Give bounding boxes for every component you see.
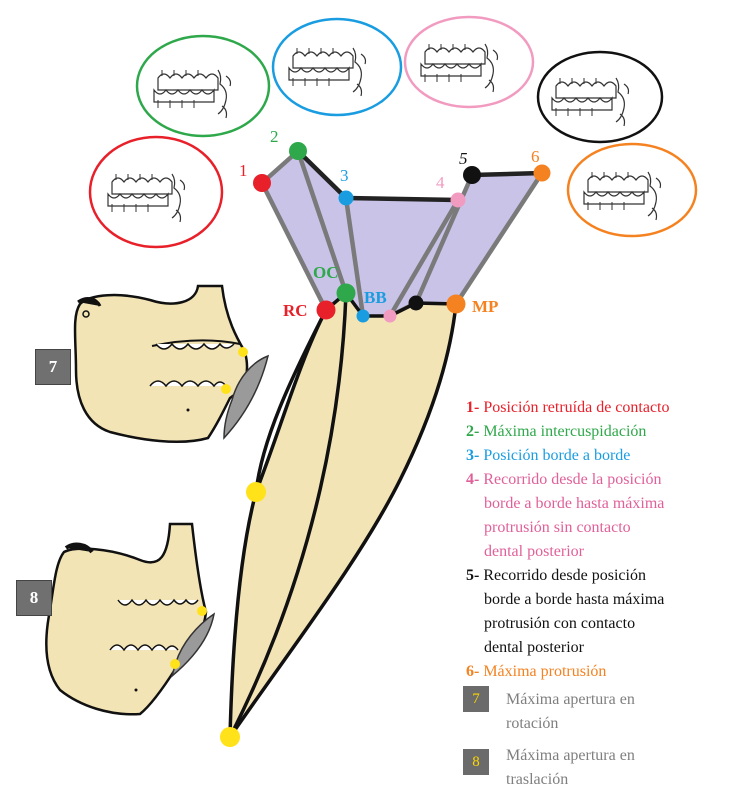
legend-num-1: 1- (466, 399, 480, 416)
point-2 (289, 142, 307, 160)
legend-text-5d: dental posterior (484, 639, 584, 656)
legend-item-5: 5- Recorrido desde posición borde a bord… (466, 564, 744, 660)
legend-text-5c: protrusión con contacto (484, 615, 636, 632)
legend-text-4a: Recorrido desde la posición (483, 471, 662, 488)
label-mp: MP (472, 297, 498, 316)
occlusion-circle-5 (536, 50, 664, 144)
legend-item-4: 4- Recorrido desde la posición borde a b… (466, 468, 744, 564)
point-bb (356, 309, 370, 323)
point-rc (316, 300, 336, 320)
legend-text-4c: protrusión sin contacto (484, 519, 631, 536)
legend-text-1: Posición retruída de contacto (483, 399, 670, 416)
jaw-illustration-rotation (73, 284, 270, 444)
legend-num-6: 6- (466, 663, 480, 680)
grey-legend-text-7a: Máxima apertura en (506, 691, 635, 708)
point-oc (336, 283, 356, 303)
point-1 (253, 174, 271, 192)
legend-text-3: Posición borde a borde (483, 447, 631, 464)
opening-path-inner (228, 292, 348, 738)
occlusion-circle-3 (271, 17, 403, 117)
occlusion-circle-6 (566, 142, 698, 238)
legend-text-2: Máxima intercuspidación (483, 423, 647, 440)
point-yellow-mid (246, 482, 266, 502)
legend-item-6: 6- Máxima protrusión (466, 660, 744, 684)
legend-num-4: 4- (466, 471, 480, 488)
occlusion-circle-1 (88, 135, 224, 249)
border-movement-envelope (262, 151, 542, 316)
box-7: 7 (35, 349, 71, 385)
grey-legend-text-8: Máxima apertura en traslación (506, 744, 706, 792)
label-5: 5 (459, 149, 468, 168)
grey-legend-text-7: Máxima apertura en rotación (506, 688, 706, 736)
legend-item-1: 1- Posición retruída de contacto (466, 396, 744, 420)
label-6: 6 (531, 147, 540, 166)
point-5 (463, 166, 481, 184)
label-bb: BB (364, 288, 387, 307)
label-2: 2 (270, 127, 279, 146)
opening-envelope (228, 290, 458, 743)
opening-path-left (254, 309, 328, 493)
point-mp (446, 294, 466, 314)
occlusion-circle-4 (403, 15, 535, 109)
label-rc: RC (283, 301, 308, 320)
occlusion-circle-2 (135, 34, 271, 138)
point-4 (450, 192, 466, 208)
grey-legend-text-7b: rotación (506, 715, 559, 732)
point-black (408, 295, 424, 311)
legend-text-6: Máxima protrusión (483, 663, 607, 680)
legend-num-2: 2- (466, 423, 480, 440)
legend-text-5b: borde a borde hasta máxima (484, 591, 665, 608)
jaw-illustration-translation (45, 522, 216, 716)
grey-legend-text-8a: Máxima apertura en (506, 747, 635, 764)
legend-text-5a: Recorrido desde posición (483, 567, 646, 584)
grey-legend-box-8: 8 (463, 749, 489, 775)
legend-num-3: 3- (466, 447, 480, 464)
grey-legend-text-8b: traslación (506, 771, 569, 788)
legend-item-3: 3- Posición borde a borde (466, 444, 744, 468)
label-oc: OC (313, 263, 339, 282)
label-1: 1 (239, 161, 248, 180)
box-8: 8 (16, 580, 52, 616)
point-6 (533, 164, 551, 182)
point-3 (338, 190, 354, 206)
legend: 1- Posición retruída de contacto 2- Máxi… (466, 396, 744, 684)
grey-legend-box-7: 7 (463, 686, 489, 712)
point-yellow-bottom (220, 727, 240, 747)
legend-text-4d: dental posterior (484, 543, 584, 560)
legend-text-4b: borde a borde hasta máxima (484, 495, 665, 512)
legend-num-5: 5- (466, 567, 480, 584)
point-bb-pink (383, 309, 397, 323)
legend-item-2: 2- Máxima intercuspidación (466, 420, 744, 444)
label-4: 4 (436, 173, 445, 192)
label-3: 3 (340, 166, 349, 185)
